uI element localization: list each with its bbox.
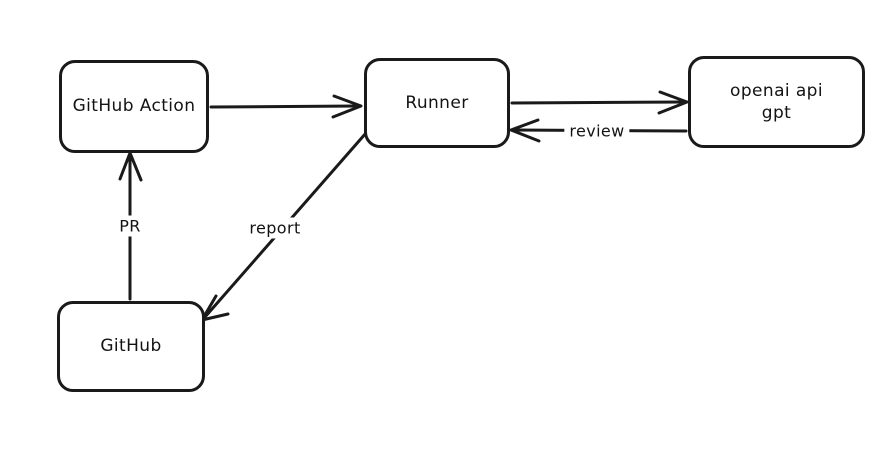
node-runner[interactable]: Runner (364, 58, 510, 148)
node-github-action-label: GitHub Action (72, 96, 196, 117)
edge-label-report: report (244, 217, 306, 239)
edge-label-pr: PR (114, 215, 146, 237)
node-runner-label: Runner (405, 92, 469, 113)
node-github-label: GitHub (100, 336, 162, 357)
edge-runner-to-openai (510, 90, 689, 115)
node-openai-api-label-line1: openai api (730, 80, 823, 101)
node-openai-api-label-line2: gpt (761, 103, 792, 123)
node-github-action[interactable]: GitHub Action (59, 60, 209, 153)
node-openai-api[interactable]: openai api gpt (688, 56, 865, 148)
node-github[interactable]: GitHub (57, 301, 205, 392)
edge-label-review: review (564, 120, 630, 142)
edge-github-action-to-runner (209, 94, 363, 119)
